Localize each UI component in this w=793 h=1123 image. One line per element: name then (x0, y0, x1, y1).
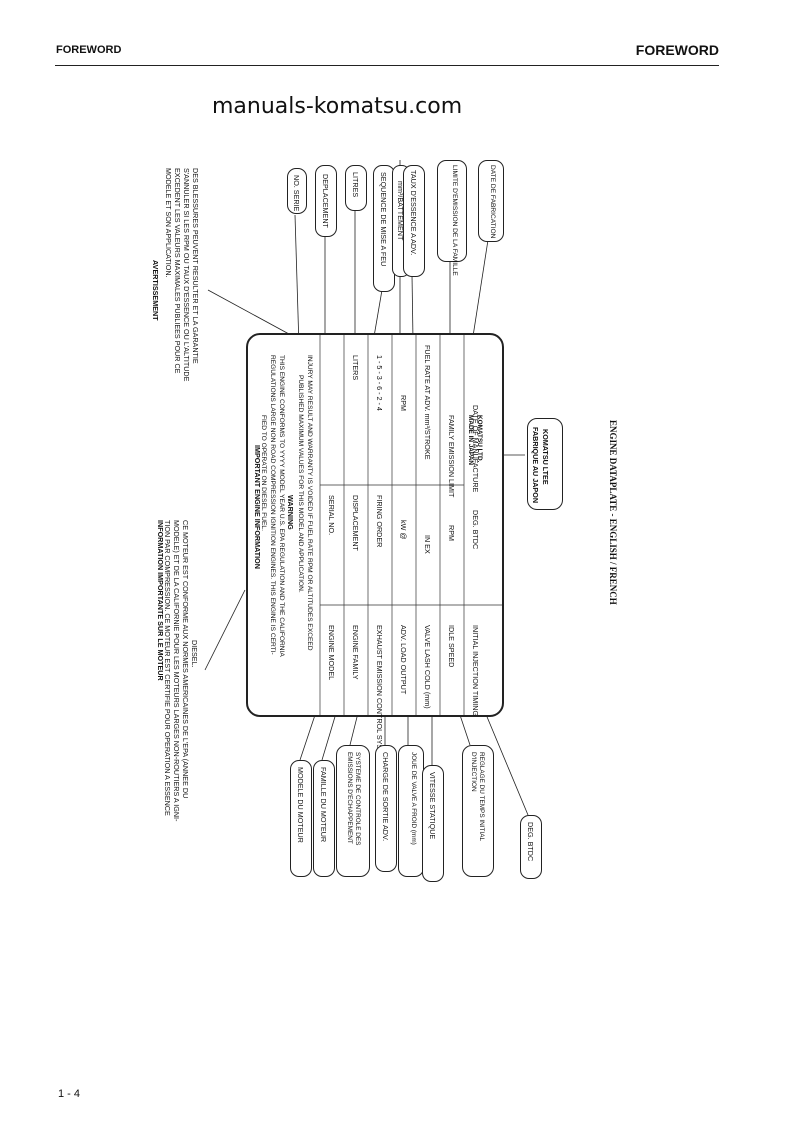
plate-intro-line: REGULATIONS LARGE NON ROAD COMPRESSION I… (269, 355, 276, 655)
fr-info-line: MODELE) ET DE LA CALIFORNIE POUR LES MOT… (172, 520, 181, 822)
fr-info-line: DIESEL. (190, 640, 199, 668)
plate-cell: DEG. BTDC (471, 510, 480, 550)
fr-warning-line: S'ANNULER SI LES RPM OU TAUX D'ESSENCE O… (182, 168, 191, 382)
label-vitesse: VITESSE STATIQUE (422, 765, 444, 882)
plate-cell: FIRING ORDER (375, 495, 384, 548)
plate-grid (319, 335, 502, 715)
plate-cell: IDLE SPEED (447, 625, 456, 668)
plate-cell: IN EX (423, 535, 432, 554)
plate-cell: kW @ (399, 520, 408, 540)
plate-maker: KOMATSU LTD. (476, 415, 483, 463)
label-systeme: SYSTEME DE CONTROLE DES EMISSIONS D'ECHA… (336, 745, 370, 877)
plate-cell: FUEL RATE AT ADV. mm³/STROKE (423, 345, 432, 460)
plate-cell: INITIAL INJECTION TIMING (471, 625, 480, 717)
label-taux: TAUX D'ESSENCE A ADV. (403, 165, 425, 277)
plate-cell: 1 - 5 - 3 - 6 - 2 - 4 (375, 355, 384, 411)
label-reglage: REGLAGE DU TEMPS INITIAL D'INJECTION (462, 745, 494, 877)
fr-info-line: TION PAR COMPRESSION. CE MOTEUR EST CERT… (163, 520, 172, 816)
maker-fr-box: KOMATSU LTEE FABRIQUE AU JAPON (527, 418, 563, 510)
fr-warning-line: DES BLESSURES PEUVENT RESULTER ET LA GAR… (191, 168, 200, 364)
watermark: manuals-komatsu.com (212, 94, 463, 119)
plate-cell: ENGINE FAMILY (351, 625, 360, 680)
maker-fr-line: FABRIQUE AU JAPON (531, 427, 540, 504)
plate-cell: ENGINE MODEL (327, 625, 336, 681)
label-deplacement: DEPLACEMENT (315, 165, 337, 237)
header-rule (55, 65, 719, 66)
engine-dataplate: IMPORTANT ENGINE INFORMATION THIS ENGINE… (246, 333, 504, 764)
label-litres: LITRES (345, 165, 367, 211)
plate-intro-line: FIED TO OPERATE ON DIESEL FUEL. (260, 415, 267, 531)
plate-cell: LITERS (351, 355, 360, 381)
plate-cell: DISPLACEMENT (351, 495, 360, 551)
plate-cell: RPM (399, 395, 408, 411)
plate-cell: EXHAUST EMISSION CONTROL SYSTEM (375, 625, 384, 765)
plate-cell: RPM (447, 525, 456, 541)
header-left: FOREWORD (56, 44, 122, 56)
label-deg-btdc: DEG. BTDC (520, 815, 542, 879)
page-number: 1 - 4 (58, 1088, 81, 1100)
plate-cell: FAMILY EMISSION LIMIT (447, 415, 456, 498)
plate-cell: SERIAL NO. (327, 495, 336, 536)
fr-warning-title: AVERTISSEMENT (151, 260, 160, 321)
label-famille: FAMILLE DU MOTEUR (313, 760, 335, 877)
plate-warning-line: INJURY MAY RESULT AND WARRANTY IS VOIDED… (306, 355, 313, 651)
label-limite: LIMITE D'EMISSION DE LA FAMILLE (437, 160, 467, 276)
maker-fr-line: KOMATSU LTEE (541, 429, 550, 485)
fr-warning-line: MODELE ET SON APPLICATION. (164, 168, 173, 278)
fr-warning-line: EXCEDENT LES VALEURS MAXIMALES PUBLIEES … (173, 168, 182, 374)
header-right: FOREWORD (635, 42, 719, 58)
plate-warning-label: WARNING (286, 495, 295, 530)
label-modele: MODELE DU MOTEUR (290, 760, 312, 877)
plate-cell: VALVE LASH COLD (mm) (423, 625, 432, 709)
plate-warning-line: PUBLISHED MAXIMUM VALUES FOR THIS MODEL … (297, 375, 304, 593)
plate-maker: MADE IN JAPAN (467, 415, 474, 465)
label-charge: CHARGE DE SORTIE ADV. (375, 745, 397, 872)
label-joue: JOUE DE VALVE A FROID (mm) (398, 745, 424, 877)
label-no-serie: NO. SERIE (287, 168, 307, 214)
plate-cell: ADV. LOAD OUTPUT (399, 625, 408, 695)
figure-caption: ENGINE DATAPLATE - ENGLISH / FRENCH (608, 420, 618, 605)
label-date: DATE DE FABRICATION (478, 160, 504, 242)
